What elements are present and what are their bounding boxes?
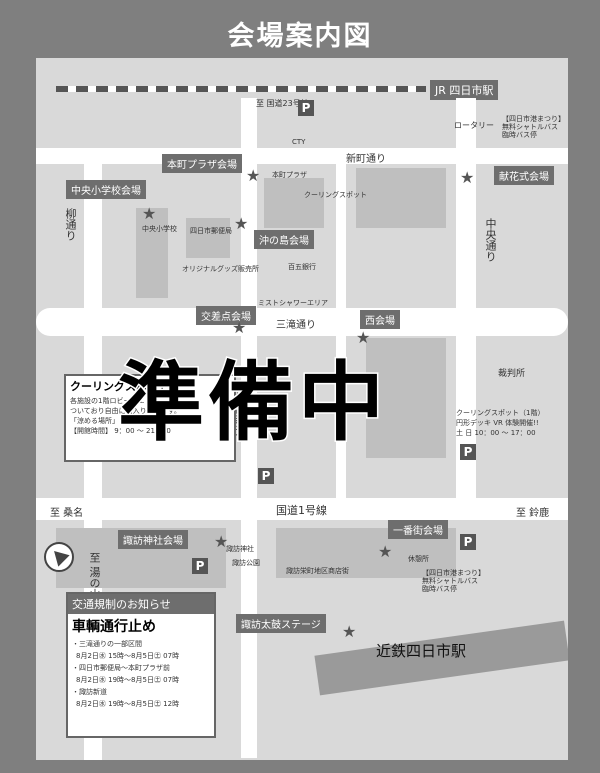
- notice-title: 交通規制のお知らせ: [68, 594, 214, 614]
- label-suwa-shinmichi: 諏訪新道: [234, 392, 247, 436]
- place-chuo-school: 中央小学校: [142, 225, 177, 233]
- cooling-box-line: 「涼める場所」としてご利用ください。: [70, 417, 196, 425]
- shuttle-bottom-line1: 【四日市港まつり】: [422, 569, 485, 577]
- label-to-suzuka: 至 鈴鹿: [516, 508, 550, 519]
- shuttle-bottom-line2: 無料シャトルバス: [422, 577, 478, 585]
- place-cty: CTY: [292, 138, 306, 146]
- place-honmachi-plaza: 本町プラザ: [272, 171, 307, 179]
- venue-star-icon: ★: [378, 542, 393, 561]
- label-kokudo1: 国道1号線: [276, 504, 327, 517]
- road-shinmachi: [36, 148, 568, 164]
- place-hyakugo: 百五銀行: [288, 263, 316, 271]
- venue-taiko-stage: 諏訪太鼓ステージ: [236, 614, 326, 633]
- venue-star-icon: ★: [142, 204, 157, 223]
- road-sanrotaki: [36, 308, 568, 336]
- block-nishi: [366, 338, 446, 458]
- place-suwa-park: 諏訪公園: [232, 559, 260, 567]
- block-post-office: [186, 218, 230, 258]
- shuttle-top-line2: 無料シャトルバス: [502, 123, 558, 131]
- compass-icon: [44, 542, 74, 572]
- cooling-info-box: クーリングスポット 各施設の1階ロビーはエ ついており自由に出入りできます。 「…: [64, 374, 236, 462]
- notice-item: 8月2日㊌ 19時～8月5日㊏ 07時: [76, 676, 180, 684]
- kintetsu-station-label: 近鉄四日市駅: [376, 642, 467, 660]
- road-kokudo1: [36, 498, 568, 520]
- venue-star-icon: ★: [246, 166, 261, 185]
- vr-note-line1: クーリングスポット（1階）: [456, 409, 545, 417]
- venue-kousaten: 交差点会場: [196, 306, 256, 325]
- label-to-kuwana: 至 桑名: [50, 508, 84, 519]
- venue-okinoshima: 沖の島会場: [254, 230, 314, 249]
- parking-icon: P: [460, 444, 476, 460]
- venue-star-icon: ★: [342, 622, 357, 641]
- label-rotary: ロータリー: [454, 121, 494, 130]
- venue-suwa-jinja: 諏訪神社会場: [118, 530, 188, 549]
- notice-item: 8月2日㊌ 15時～8月5日㊏ 07時: [76, 652, 180, 660]
- page-title: 会場案内図: [227, 21, 373, 52]
- parking-icon: P: [192, 558, 208, 574]
- venue-honmachi-plaza: 本町プラザ会場: [162, 154, 242, 173]
- shuttle-top-line1: 【四日市港まつり】: [502, 115, 565, 123]
- notice-item: ・四日市郵便局～本町プラザ前: [72, 664, 170, 672]
- block-cty: [356, 168, 446, 228]
- road-chuo: [456, 98, 476, 518]
- venue-nishi: 西会場: [360, 310, 400, 329]
- place-suwa-jinja: 諏訪神社: [226, 545, 254, 553]
- venue-chuo-school: 中央小学校会場: [66, 180, 146, 199]
- parking-icon: P: [258, 468, 274, 484]
- parking-icon: P: [298, 100, 314, 116]
- jr-railway-line: [56, 86, 426, 92]
- vr-note-line3: 土 日 10：00 ～ 17：00: [456, 429, 536, 437]
- place-court: 裁判所: [498, 369, 526, 379]
- notice-item: 8月2日㊌ 19時～8月5日㊏ 12時: [76, 700, 180, 708]
- venue-map: JR 四日市駅 近鉄四日市駅 柳通り 中央通り 諏訪新道 至 国道23号線 新町…: [36, 58, 568, 760]
- notice-subtitle: 車輌通行止め: [72, 619, 156, 635]
- cooling-box-line: ついており自由に出入りできます。: [70, 407, 181, 415]
- venue-star-icon: ★: [234, 214, 249, 233]
- shuttle-top-line3: 臨時バス停: [502, 131, 537, 139]
- venue-star-icon: ★: [356, 328, 371, 347]
- venue-star-icon: ★: [214, 532, 229, 551]
- notice-item: ・諏訪新道: [72, 688, 107, 696]
- notice-item: ・三滝通りの一部区間: [72, 640, 142, 648]
- parking-icon: P: [460, 534, 476, 550]
- road-minor: [336, 164, 346, 498]
- place-mist: ミストシャワーエリア: [258, 299, 328, 307]
- venue-ichibangai: 一番街会場: [388, 520, 448, 539]
- traffic-notice-box: 交通規制のお知らせ 車輌通行止め ・三滝通りの一部区間 8月2日㊌ 15時～8月…: [66, 592, 216, 738]
- venue-kenka: 献花式会場: [494, 166, 554, 185]
- label-shinmachi: 新町通り: [346, 154, 386, 165]
- label-chuo: 中央通り: [484, 218, 497, 262]
- venue-star-icon: ★: [232, 318, 247, 337]
- block-plaza: [264, 178, 324, 228]
- preparing-stamp: 準備中: [117, 352, 388, 455]
- cooling-box-title: クーリングスポット: [70, 380, 169, 393]
- vr-note-line2: 円形デッキ VR 体験開催!!: [456, 419, 539, 427]
- cooling-box-line: 各施設の1階ロビーはエ: [70, 397, 145, 405]
- label-sanrotaki: 三滝通り: [276, 320, 316, 331]
- label-yanagi: 柳通り: [64, 208, 77, 241]
- place-suwa-street: 諏訪栄町地区商店街: [286, 567, 349, 575]
- place-original-goods: オリジナルグッズ販売所: [182, 265, 259, 273]
- label-to-yunoyama: 至 湯の山: [88, 552, 101, 600]
- shuttle-bottom-line3: 臨時バス停: [422, 585, 457, 593]
- cooling-box-line: 【開館時間】 9：00 ～ 21：00: [70, 427, 171, 435]
- jr-station-label: JR 四日市駅: [430, 80, 499, 100]
- place-post-office: 四日市郵便局: [190, 227, 232, 235]
- label-kokudo23: 至 国道23号線: [256, 99, 309, 108]
- place-cooling-spot: クーリングスポット: [304, 191, 367, 199]
- venue-star-icon: ★: [460, 168, 475, 187]
- road-kokudo23: [241, 98, 257, 758]
- block-chuo-school: [136, 208, 168, 298]
- place-kyukeisho: 休憩所: [408, 555, 429, 563]
